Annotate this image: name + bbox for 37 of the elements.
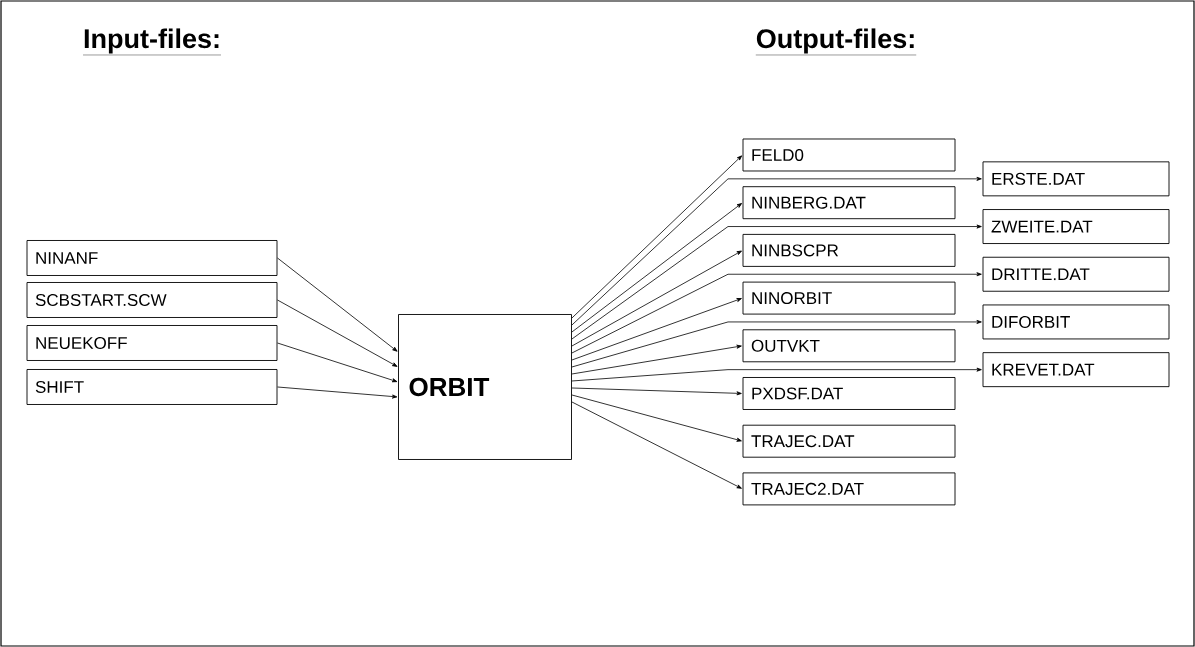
file-box: NINBSCPR bbox=[742, 233, 956, 267]
file-box: TRAJEC.DAT bbox=[742, 424, 956, 458]
arrow bbox=[277, 342, 398, 383]
file-box: PXDSF.DAT bbox=[742, 377, 956, 410]
file-box: ZWEITE.DAT bbox=[982, 209, 1170, 244]
arrow bbox=[571, 367, 982, 382]
arrow bbox=[571, 298, 742, 361]
arrow bbox=[571, 176, 982, 326]
file-box: SCBSTART.SCW bbox=[26, 282, 278, 318]
file-box: DRITTE.DAT bbox=[982, 256, 1170, 292]
file-box: NINANF bbox=[26, 240, 278, 276]
heading: Input-files: bbox=[82, 28, 222, 56]
file-box: KREVET.DAT bbox=[982, 352, 1170, 388]
file-box: NEUEKOFF bbox=[26, 325, 278, 361]
arrow bbox=[571, 394, 742, 442]
file-box: OUTVKT bbox=[742, 329, 956, 363]
arrow bbox=[571, 387, 742, 396]
arrow bbox=[571, 155, 743, 319]
arrow bbox=[571, 203, 742, 333]
process-box: ORBIT bbox=[398, 314, 572, 460]
file-box: FELD0 bbox=[742, 138, 956, 172]
arrow bbox=[571, 319, 982, 368]
file-box: NINORBIT bbox=[742, 281, 956, 315]
file-box: SHIFT bbox=[26, 369, 278, 405]
file-box: NINBERG.DAT bbox=[742, 186, 956, 220]
arrow bbox=[277, 299, 398, 367]
file-box: DIFORBIT bbox=[982, 304, 1170, 340]
arrow bbox=[571, 272, 982, 354]
heading: Output-files: bbox=[755, 28, 917, 56]
file-box: ERSTE.DAT bbox=[982, 161, 1170, 197]
arrow bbox=[571, 250, 742, 347]
arrow bbox=[571, 401, 742, 489]
arrow bbox=[277, 386, 398, 399]
arrow bbox=[571, 224, 982, 340]
arrow bbox=[277, 257, 398, 352]
arrow bbox=[571, 344, 742, 375]
file-box: TRAJEC2.DAT bbox=[742, 472, 956, 506]
